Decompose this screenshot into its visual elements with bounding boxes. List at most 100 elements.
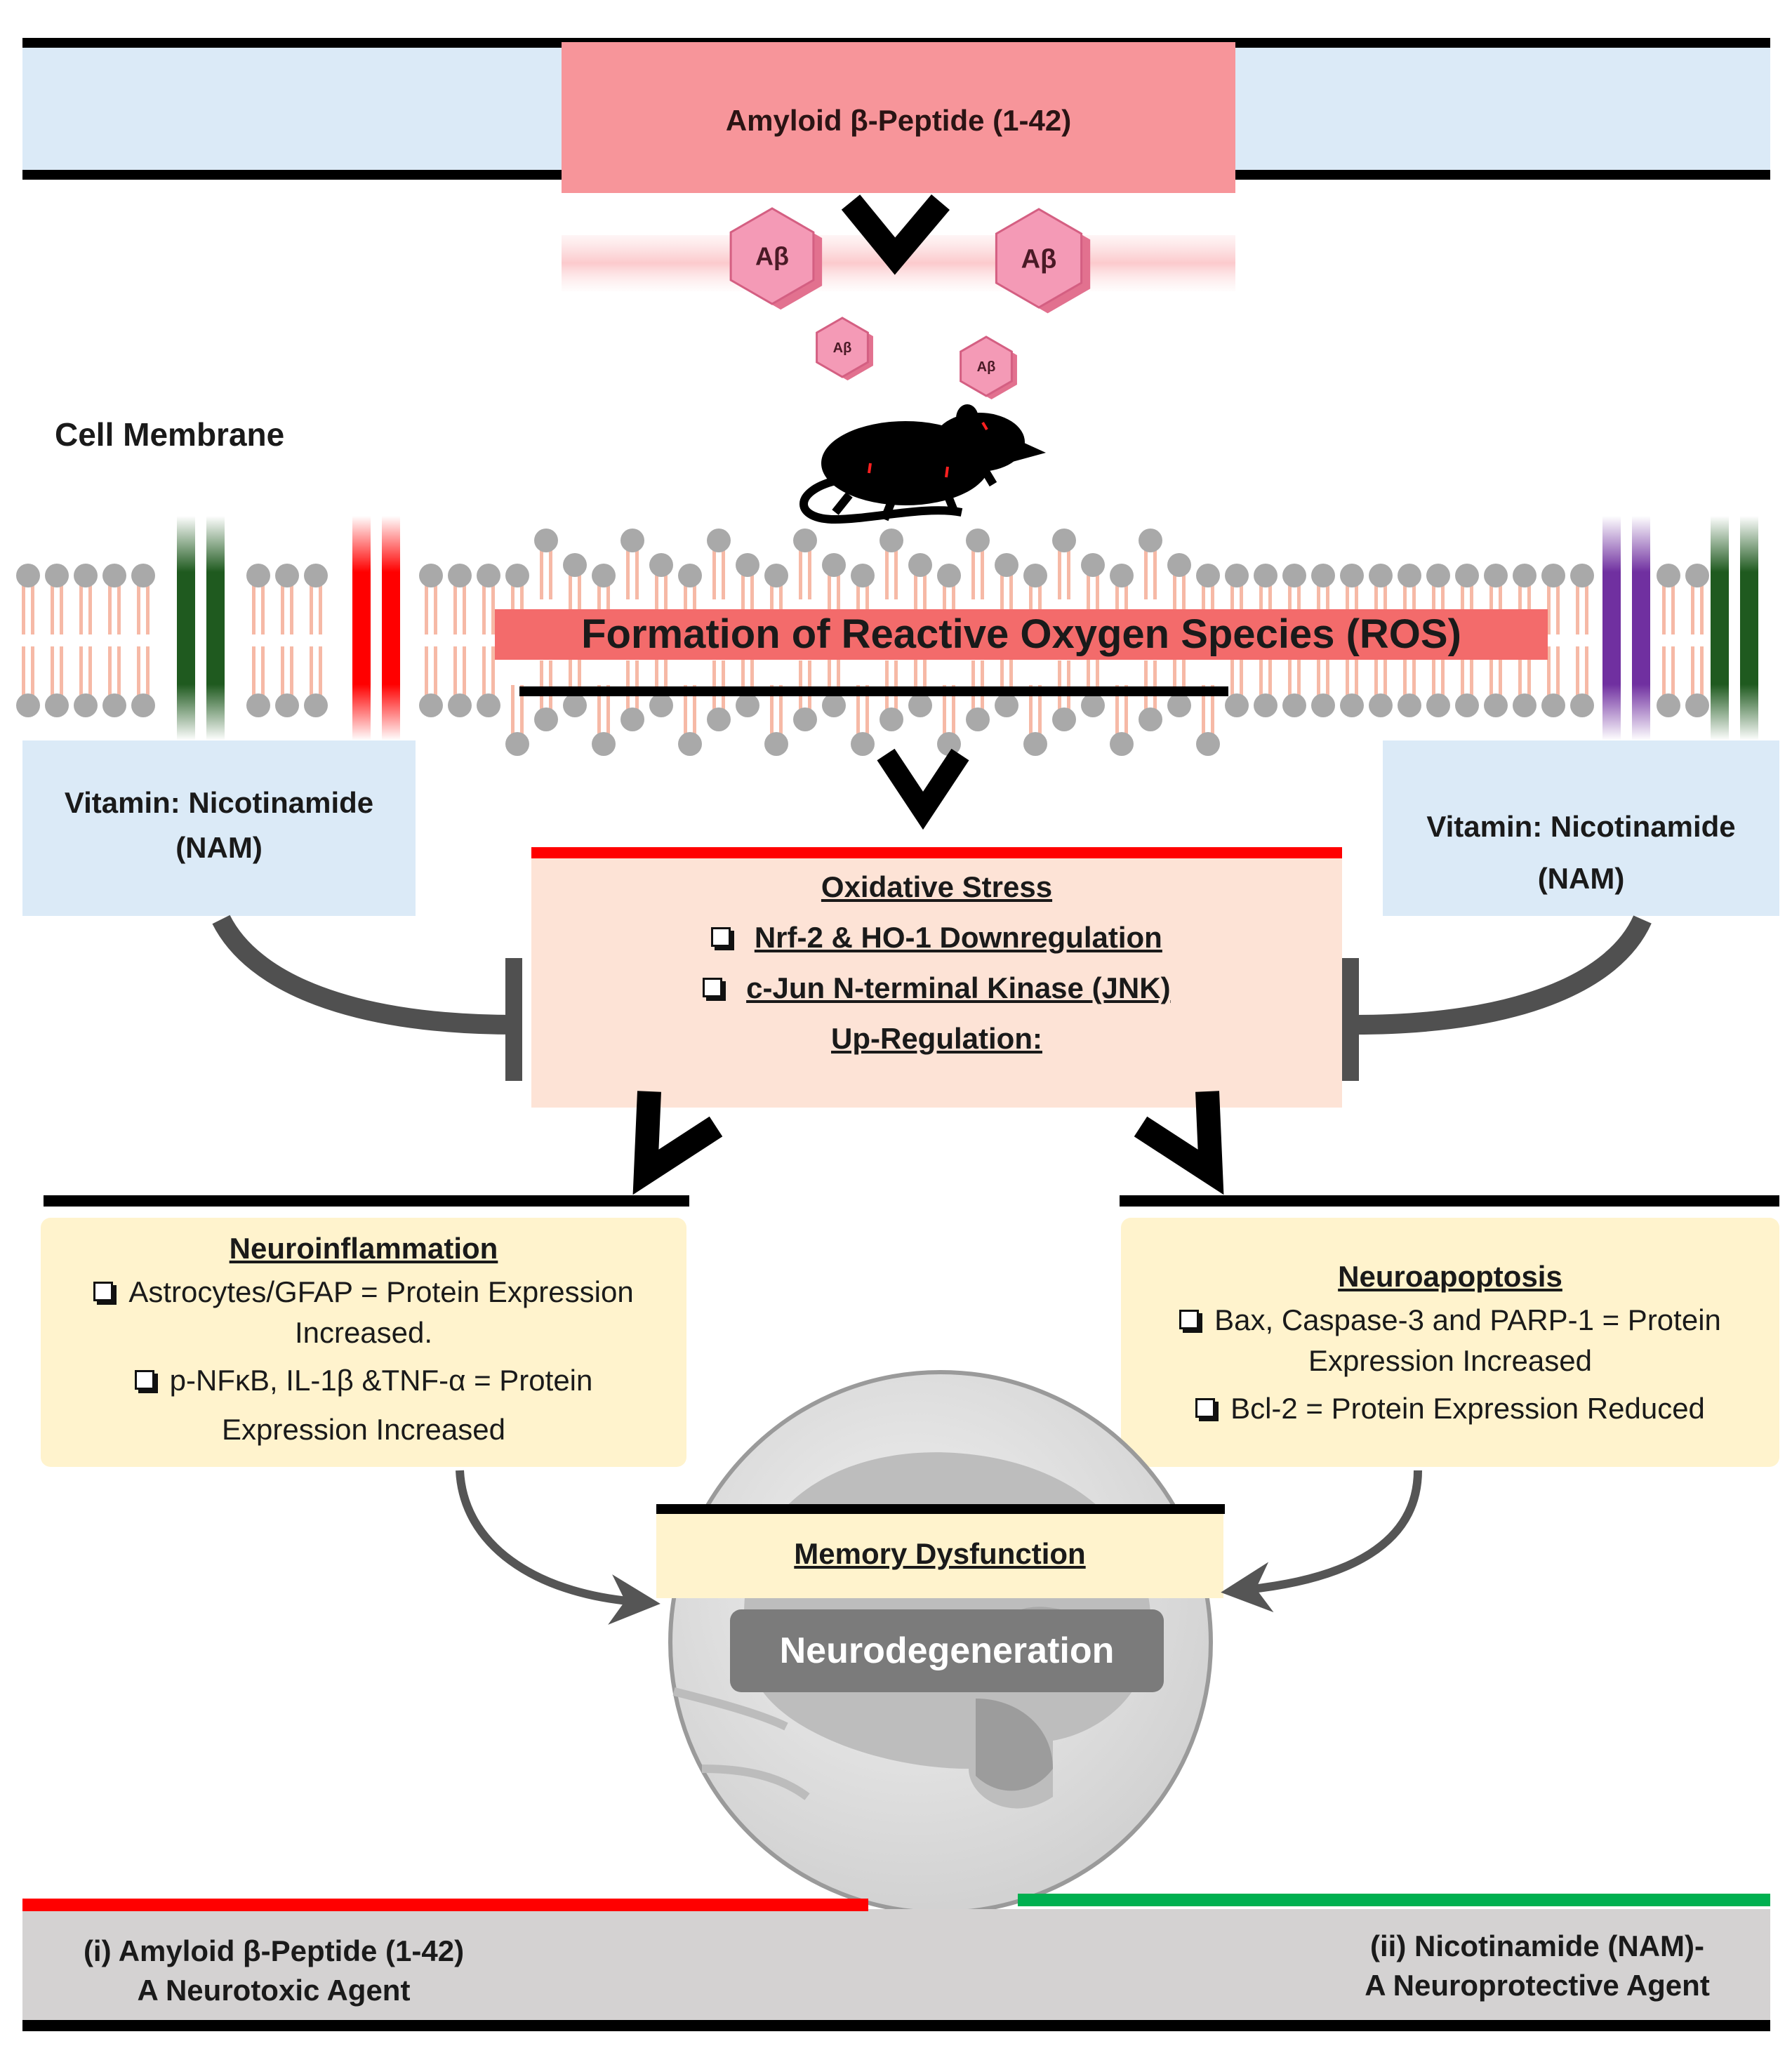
- lipid-tail: [434, 646, 437, 696]
- lipid-head: [74, 693, 98, 717]
- lipid-tail: [1297, 646, 1301, 696]
- lipid-head: [448, 693, 472, 717]
- lipid-tail: [319, 585, 322, 634]
- checkbox-bullet-icon: [703, 977, 723, 997]
- footer-left-label: (i) Amyloid β-Peptide (1-42) A Neurotoxi…: [42, 1932, 505, 2010]
- lipid-tail: [943, 685, 946, 734]
- lipid-tail: [750, 646, 754, 696]
- lipid-head: [678, 732, 702, 756]
- lipid-tail: [1173, 646, 1176, 696]
- lipid-head: [304, 564, 328, 587]
- lipid-tail: [117, 585, 121, 634]
- footer-red-line: [22, 1899, 868, 1911]
- lipid-tail: [578, 646, 581, 696]
- lipid-tail: [1009, 575, 1013, 624]
- lipid-tail: [770, 685, 774, 734]
- lipid-tail: [856, 685, 860, 734]
- oxidative-content: Oxidative Stress Nrf-2 & HO-1 Downregula…: [531, 862, 1342, 1064]
- lipid-tail: [923, 646, 927, 696]
- lipid-head: [995, 693, 1018, 717]
- lipid-tail: [1403, 646, 1407, 696]
- lipid-tail: [1144, 660, 1148, 710]
- ros-label: Formation of Reactive Oxygen Species (RO…: [581, 611, 1461, 657]
- lipid-tail: [1556, 585, 1560, 634]
- lipid-head: [1455, 693, 1479, 717]
- lipid-head: [1369, 693, 1393, 717]
- lipid-tail: [1461, 646, 1464, 696]
- lipid-tail: [319, 646, 322, 696]
- lipid-tail: [1412, 646, 1416, 696]
- amyloid-hexagon-label: Aβ: [833, 340, 852, 356]
- lipid-head: [1225, 564, 1249, 587]
- peptide-box: [562, 42, 1235, 193]
- lipid-tail: [894, 660, 898, 710]
- lipid-head: [620, 529, 644, 552]
- lipid-head: [1139, 707, 1162, 731]
- lipid-head: [131, 693, 155, 717]
- lipid-head: [1052, 529, 1076, 552]
- lipid-tail: [1499, 646, 1502, 696]
- neurodegeneration-label: Neurodegeneration: [779, 1630, 1115, 1671]
- amyloid-hexagon-icon: Aβ: [816, 317, 873, 381]
- lipid-tail: [1230, 646, 1234, 696]
- lipid-tail: [914, 646, 917, 696]
- neuroapoptosis-item-1-line2: Expression Increased: [1308, 1344, 1592, 1377]
- neuroapoptosis-title: Neuroapoptosis: [1338, 1260, 1562, 1293]
- vitamin-box-left: [22, 740, 416, 916]
- lipid-head: [880, 707, 903, 731]
- lipid-head: [275, 564, 299, 587]
- footer-right-label: (ii) Nicotinamide (NAM)- A Neuroprotecti…: [1320, 1927, 1755, 2005]
- chevron-arrow-right: [1134, 1091, 1224, 1195]
- lipid-head: [1110, 564, 1134, 587]
- lipid-head: [1311, 564, 1335, 587]
- neuroinflammation-item-1-line1: Astrocytes/GFAP = Protein Expression: [128, 1275, 634, 1308]
- lipid-tail: [463, 585, 466, 634]
- lipid-tail: [914, 575, 917, 624]
- lipid-head: [304, 693, 328, 717]
- lipid-tail: [1441, 646, 1445, 696]
- neuroapoptosis-item-1: Bax, Caspase-3 and PARP-1 = Protein: [1121, 1300, 1779, 1341]
- lipid-head: [102, 693, 126, 717]
- lipid-tail: [1671, 646, 1675, 696]
- lipid-tail: [51, 585, 54, 634]
- lipid-tail: [540, 660, 543, 710]
- lipid-head: [851, 564, 875, 587]
- lipid-tail: [491, 585, 495, 634]
- neuroapoptosis-box: [1121, 1218, 1779, 1467]
- lipid-tail: [453, 646, 457, 696]
- vitamin-box-right: [1383, 740, 1779, 916]
- lipid-tail: [137, 646, 140, 696]
- lipid-tail: [31, 646, 34, 696]
- lipid-tail: [60, 585, 63, 634]
- lipid-tail: [712, 550, 716, 599]
- lipid-head: [736, 693, 759, 717]
- membrane-label: Cell Membrane: [55, 416, 285, 453]
- lipid-tail: [425, 646, 428, 696]
- lipid-tail: [626, 660, 630, 710]
- oxidative-box: [531, 851, 1342, 1108]
- lipid-tail: [635, 660, 639, 710]
- lipid-tail: [261, 585, 265, 634]
- lipid-head: [937, 732, 961, 756]
- neuroinflammation-item-1-line2: Increased.: [294, 1316, 433, 1349]
- lipid-head: [592, 564, 616, 587]
- lipid-tail: [1518, 646, 1522, 696]
- lipid-tail: [1288, 646, 1292, 696]
- lipid-tail: [482, 646, 486, 696]
- lipid-head: [1685, 693, 1709, 717]
- amyloid-hexagon-label: Aβ: [755, 242, 789, 271]
- lipid-tail: [1153, 660, 1157, 710]
- lipid-head: [851, 732, 875, 756]
- lipid-head: [1225, 693, 1249, 717]
- amyloid-hexagon-icon: Aβ: [995, 208, 1091, 314]
- lipid-tail: [1009, 646, 1013, 696]
- lipid-tail: [1173, 575, 1176, 624]
- lipid-tail: [1182, 646, 1186, 696]
- lipid-head: [908, 693, 932, 717]
- lipid-head: [563, 693, 587, 717]
- lipid-tail: [146, 585, 150, 634]
- lipid-tail: [1355, 646, 1358, 696]
- lipid-tail: [1115, 685, 1119, 734]
- lipid-head: [707, 529, 731, 552]
